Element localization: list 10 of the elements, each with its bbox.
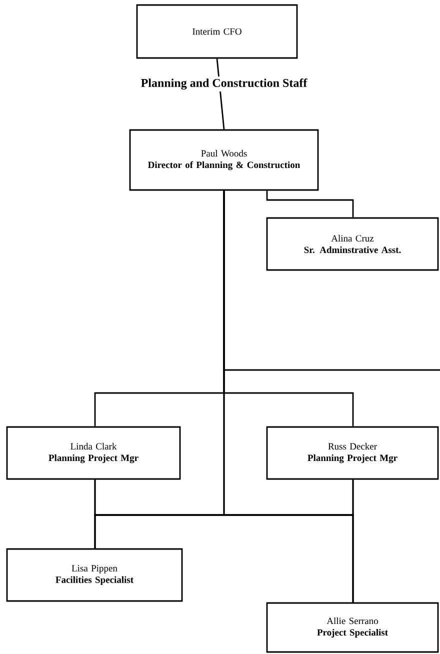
person-box: Russ Decker Planning Project Mgr	[266, 426, 439, 480]
person-box: Linda Clark Planning Project Mgr	[6, 426, 181, 480]
person-box: Interim CFO	[136, 4, 298, 59]
connector-line	[266, 190, 354, 218]
person-box: Paul Woods Director of Planning & Construction	[129, 129, 319, 191]
person-box: Alina Cruz Sr. Adminstrative Asst.	[266, 217, 439, 271]
person-box: Lisa Pippen Facilities Specialist	[6, 548, 183, 602]
person-box: Allie Serrano Project Specialist	[266, 602, 439, 653]
connector-line	[352, 480, 354, 602]
title: Planning and Construction Staff	[138, 76, 310, 92]
